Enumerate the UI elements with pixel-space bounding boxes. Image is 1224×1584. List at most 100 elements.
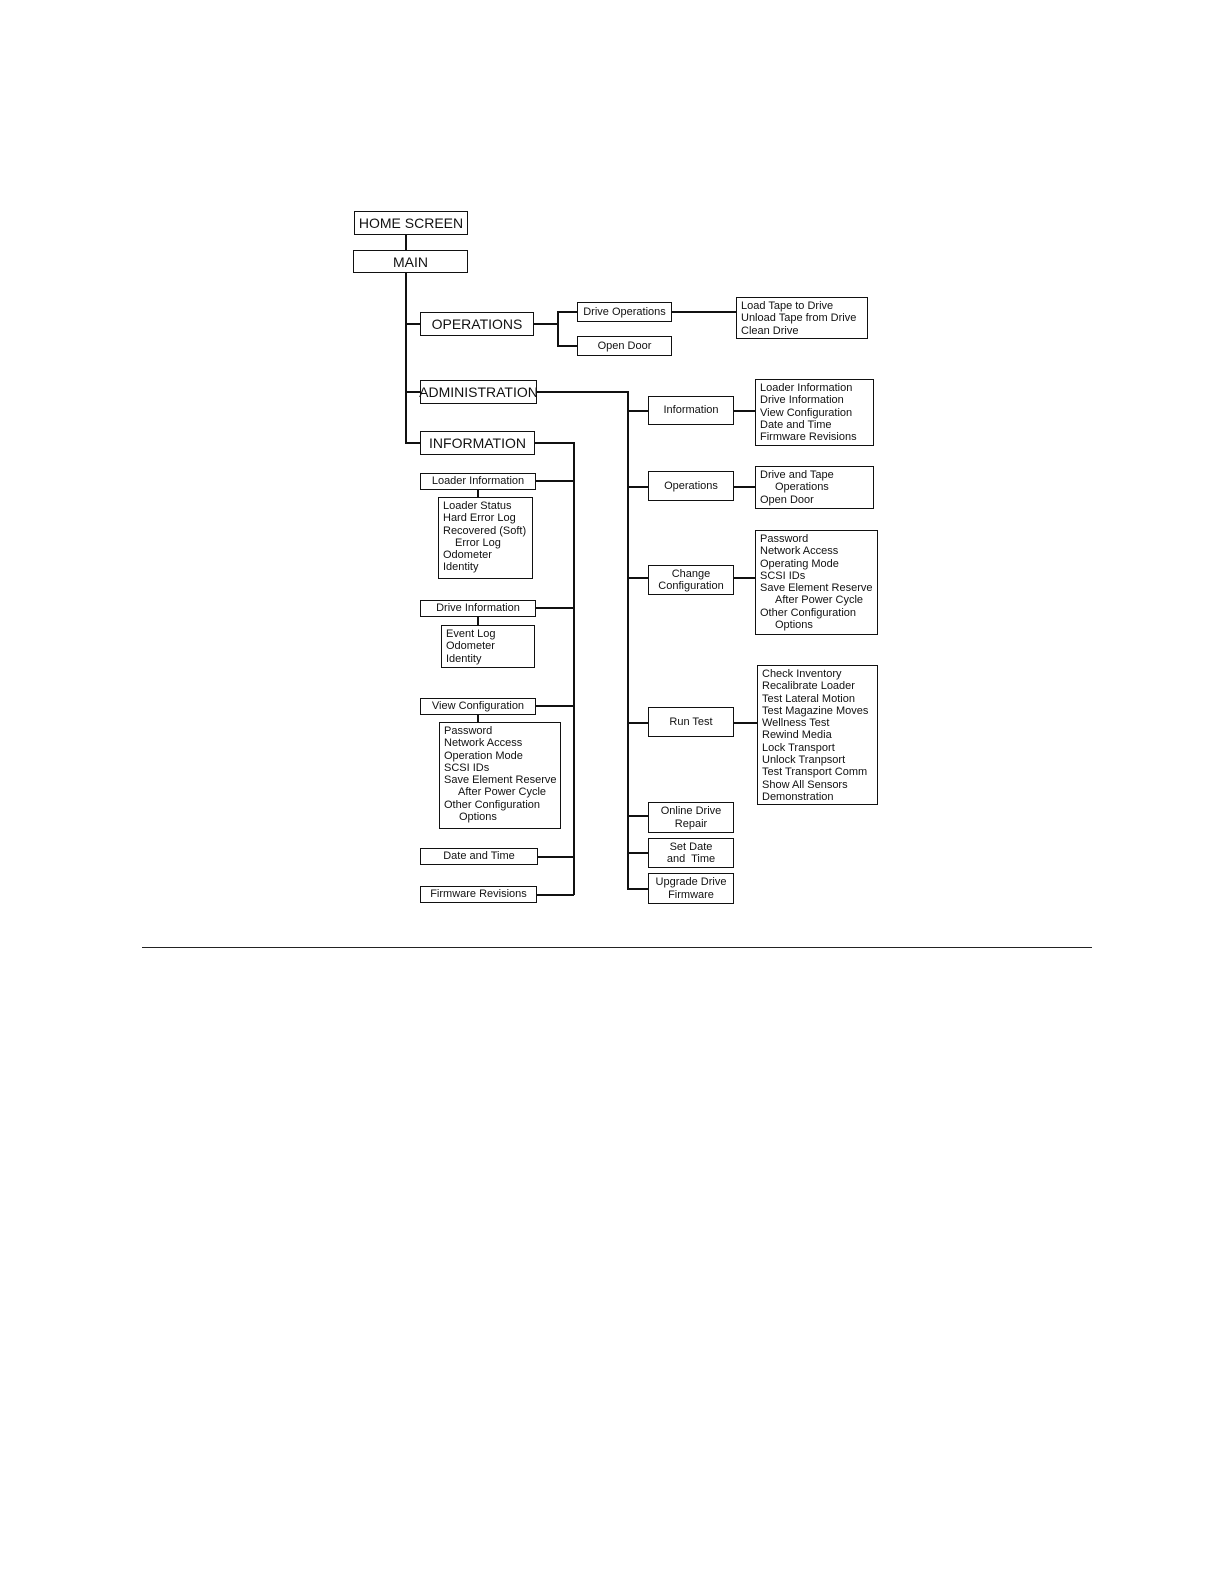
change-configuration-box: Change Configuration [648, 565, 734, 595]
list-item: Odometer [443, 549, 492, 562]
menu-tree-diagram: HOME SCREEN MAIN OPERATIONS Drive Operat… [353, 211, 878, 904]
list-item: Password [760, 533, 809, 545]
list-item: After Power Cycle [775, 594, 864, 607]
connector [733, 577, 756, 579]
connector [557, 311, 578, 313]
list-item: Other Configuration [760, 606, 856, 619]
connector [477, 713, 479, 724]
list-item: Unlock Tranpsort [762, 754, 846, 767]
view-configuration-label: View Configuration [431, 700, 525, 713]
list-item: Test Lateral Motion [762, 692, 855, 705]
administration-box: ADMINISTRATION [419, 380, 538, 404]
set-date-time-line1: Set Date [669, 840, 713, 853]
loader-information-box: Loader Information [420, 473, 536, 490]
list-item: Load Tape to Drive [741, 300, 834, 312]
list-item: Network Access [444, 737, 523, 750]
connector [534, 442, 575, 444]
operations-label: OPERATIONS [431, 316, 523, 332]
connector [557, 345, 578, 347]
list-item: Operating Mode [760, 557, 839, 570]
loader-information-list: Loader Status Hard Error Log Recovered (… [438, 497, 533, 579]
firmware-revisions-box: Firmware Revisions [420, 886, 537, 903]
connector [536, 391, 628, 393]
connector [627, 410, 649, 412]
main-label: MAIN [393, 253, 428, 270]
list-item: Save Element Reserve [444, 774, 557, 787]
list-item: Demonstration [762, 790, 834, 803]
connector [733, 486, 756, 488]
connector [477, 615, 479, 626]
connector [733, 722, 758, 724]
online-drive-repair-line2: Repair [674, 817, 708, 830]
operations-box: OPERATIONS [420, 312, 534, 336]
connector [733, 410, 756, 412]
connector [627, 722, 649, 724]
list-item: SCSI IDs [444, 761, 490, 774]
list-item: View Configuration [760, 406, 853, 419]
online-drive-repair-box: Online Drive Repair [648, 802, 734, 833]
info-trunk [573, 442, 575, 895]
list-item: Wellness Test [762, 717, 830, 730]
list-item: Loader Status [443, 500, 512, 512]
connector [405, 442, 421, 444]
connector [535, 607, 574, 609]
list-item: Date and Time [760, 418, 832, 431]
list-item: Recalibrate Loader [762, 680, 855, 693]
list-item: SCSI IDs [760, 569, 806, 582]
information-label: INFORMATION [429, 435, 526, 451]
main-trunk [405, 272, 407, 444]
change-configuration-label-line2: Configuration [658, 580, 724, 592]
view-configuration-list: Password Network Access Operation Mode S… [439, 722, 561, 829]
loader-information-label: Loader Information [431, 475, 525, 488]
list-item: Recovered (Soft) [443, 524, 527, 537]
connector [557, 311, 559, 347]
list-item: Event Log [446, 628, 496, 640]
connector [627, 577, 649, 579]
admin-operations-list: Drive and Tape Operations Open Door [755, 466, 874, 509]
admin-trunk [627, 391, 629, 890]
list-item: Other Configuration [444, 798, 540, 811]
upgrade-drive-firmware-line1: Upgrade Drive [655, 876, 727, 889]
open-door-box: Open Door [577, 336, 672, 356]
list-item: Error Log [455, 536, 501, 549]
admin-information-list: Loader Information Drive Information Vie… [755, 379, 874, 446]
change-configuration-list: Password Network Access Operating Mode S… [755, 530, 878, 635]
run-test-label: Run Test [669, 715, 713, 728]
connector [627, 852, 649, 854]
list-item: Lock Transport [762, 741, 835, 754]
list-item: Show All Sensors [762, 778, 848, 791]
admin-operations-box: Operations [648, 471, 734, 501]
online-drive-repair-line1: Online Drive [660, 805, 722, 818]
upgrade-drive-firmware-line2: Firmware [668, 888, 714, 901]
admin-information-box: Information [648, 396, 734, 425]
drive-operations-box: Drive Operations [577, 302, 672, 322]
list-item: Identity [446, 652, 482, 665]
list-item: After Power Cycle [458, 786, 547, 799]
firmware-revisions-label: Firmware Revisions [430, 888, 527, 901]
list-item: Open Door [760, 493, 814, 506]
list-item: Loader Information [760, 382, 853, 394]
administration-label: ADMINISTRATION [419, 384, 538, 400]
list-item: Options [775, 619, 813, 632]
list-item: Password [444, 725, 493, 737]
drive-information-label: Drive Information [436, 602, 520, 615]
list-item: Drive Information [760, 394, 844, 407]
list-item: Options [459, 811, 497, 824]
list-item: Hard Error Log [443, 512, 516, 525]
drive-information-list: Event Log Odometer Identity [441, 625, 535, 668]
list-item: Check Inventory [762, 668, 842, 680]
list-item: Clean Drive [741, 324, 799, 337]
list-item: Rewind Media [762, 729, 832, 742]
list-item: Unload Tape from Drive [741, 312, 857, 325]
horizontal-rule [142, 947, 1092, 948]
open-door-label: Open Door [597, 339, 652, 352]
information-box: INFORMATION [420, 431, 535, 455]
connector [405, 323, 421, 325]
date-and-time-box: Date and Time [420, 848, 538, 865]
list-item: Firmware Revisions [760, 431, 857, 444]
list-item: Test Magazine Moves [762, 704, 869, 717]
connector [627, 815, 649, 817]
drive-information-box: Drive Information [420, 600, 536, 617]
drive-operations-list: Load Tape to Drive Unload Tape from Driv… [736, 297, 868, 339]
list-item: Odometer [446, 640, 495, 653]
